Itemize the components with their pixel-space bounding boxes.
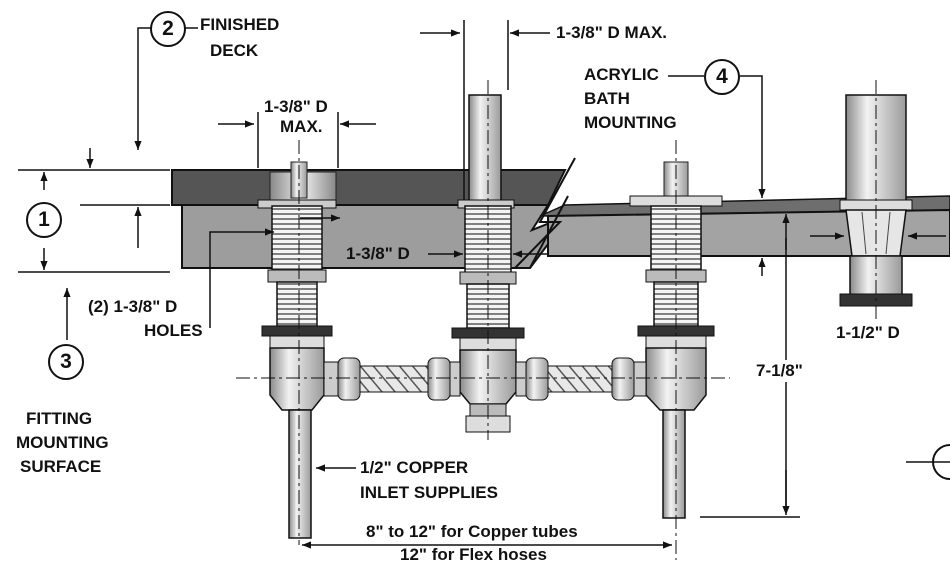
break-line [514, 157, 576, 269]
holes-label-2: HOLES [144, 321, 203, 340]
acrylic-label-2: BATH [584, 89, 630, 108]
right-diameter-label: 1-1/2" D [836, 323, 900, 342]
callout-4: 4 [704, 59, 740, 95]
finished-deck-label-2: DECK [210, 41, 259, 60]
spread-label-1: 8" to 12" for Copper tubes [366, 522, 578, 541]
fitting-label-3: SURFACE [20, 457, 102, 476]
left-valve [257, 161, 337, 539]
flex-hoses [323, 357, 647, 401]
finished-deck-label-1: FINISHED [200, 15, 280, 34]
fitting-label-1: FITTING [26, 409, 93, 428]
dimension-lines [18, 20, 950, 549]
height-dim-label: 7-1/8" [752, 360, 807, 382]
top-center-dim-label: 1-3/8" D MAX. [556, 23, 668, 42]
acrylic-label-3: MOUNTING [584, 113, 677, 132]
top-left-dim-label-2: MAX. [280, 117, 323, 136]
holes-label-1: (2) 1-3/8" D [88, 297, 178, 316]
callout-1: 1 [26, 202, 62, 238]
spread-label-2: 12" for Flex hoses [400, 545, 547, 564]
acrylic-label-1: ACRYLIC [584, 65, 659, 84]
copper-label-1: 1/2" COPPER [360, 458, 469, 477]
top-left-dim-label-1: 1-3/8" D [264, 97, 328, 116]
mid-dim-label: 1-3/8" D [346, 244, 410, 263]
fitting-label-2: MOUNTING [16, 433, 109, 452]
copper-label-2: INLET SUPPLIES [360, 483, 498, 502]
callout-2: 2 [150, 11, 186, 47]
center-lines [236, 80, 877, 560]
callout-3: 3 [48, 344, 84, 380]
partial-callout-circle [932, 444, 950, 480]
